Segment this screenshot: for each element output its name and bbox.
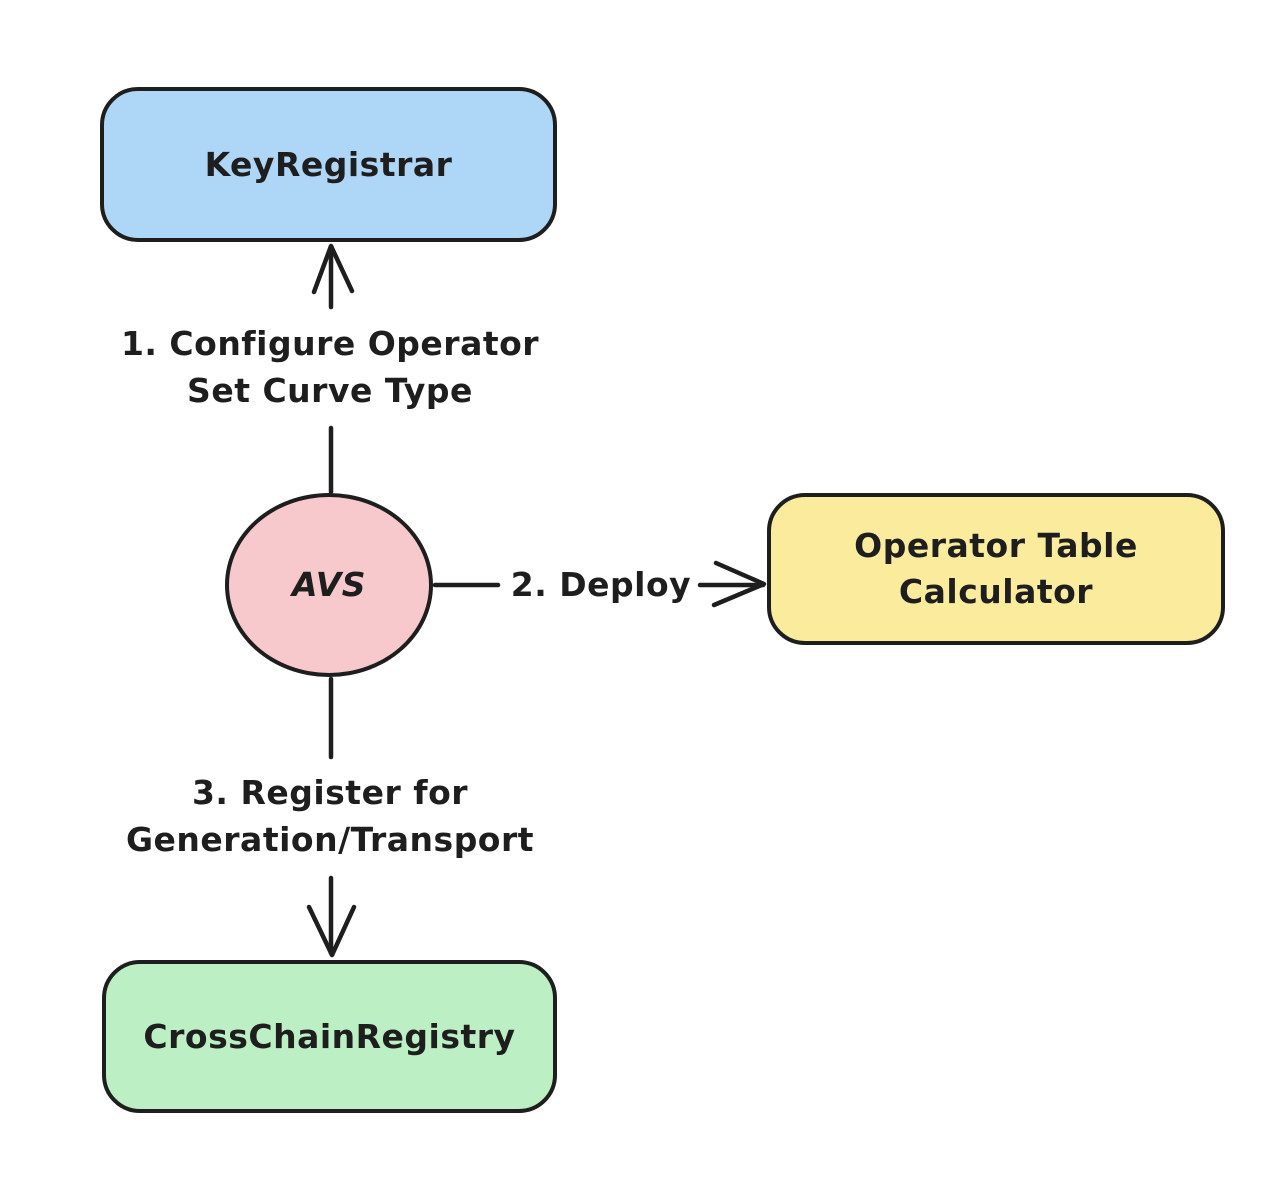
edge-label-configure-operator-set-curve-type: 1. Configure Operator Set Curve Type — [120, 324, 540, 410]
node-avs: AVS — [225, 493, 433, 677]
node-avs-label: AVS — [291, 565, 367, 604]
node-crosschainregistry: CrossChainRegistry — [102, 960, 557, 1113]
node-crosschainregistry-label: CrossChainRegistry — [143, 1016, 516, 1056]
edge-label-deploy: 2. Deploy — [510, 565, 692, 604]
node-keyregistrar: KeyRegistrar — [100, 87, 557, 242]
node-operator-table-calculator: Operator Table Calculator — [767, 493, 1225, 645]
node-operator-table-calculator-label: Operator Table Calculator — [854, 526, 1138, 611]
edge-label-register-for-generation-transport: 3. Register for Generation/Transport — [125, 773, 535, 859]
node-keyregistrar-label: KeyRegistrar — [204, 144, 453, 184]
